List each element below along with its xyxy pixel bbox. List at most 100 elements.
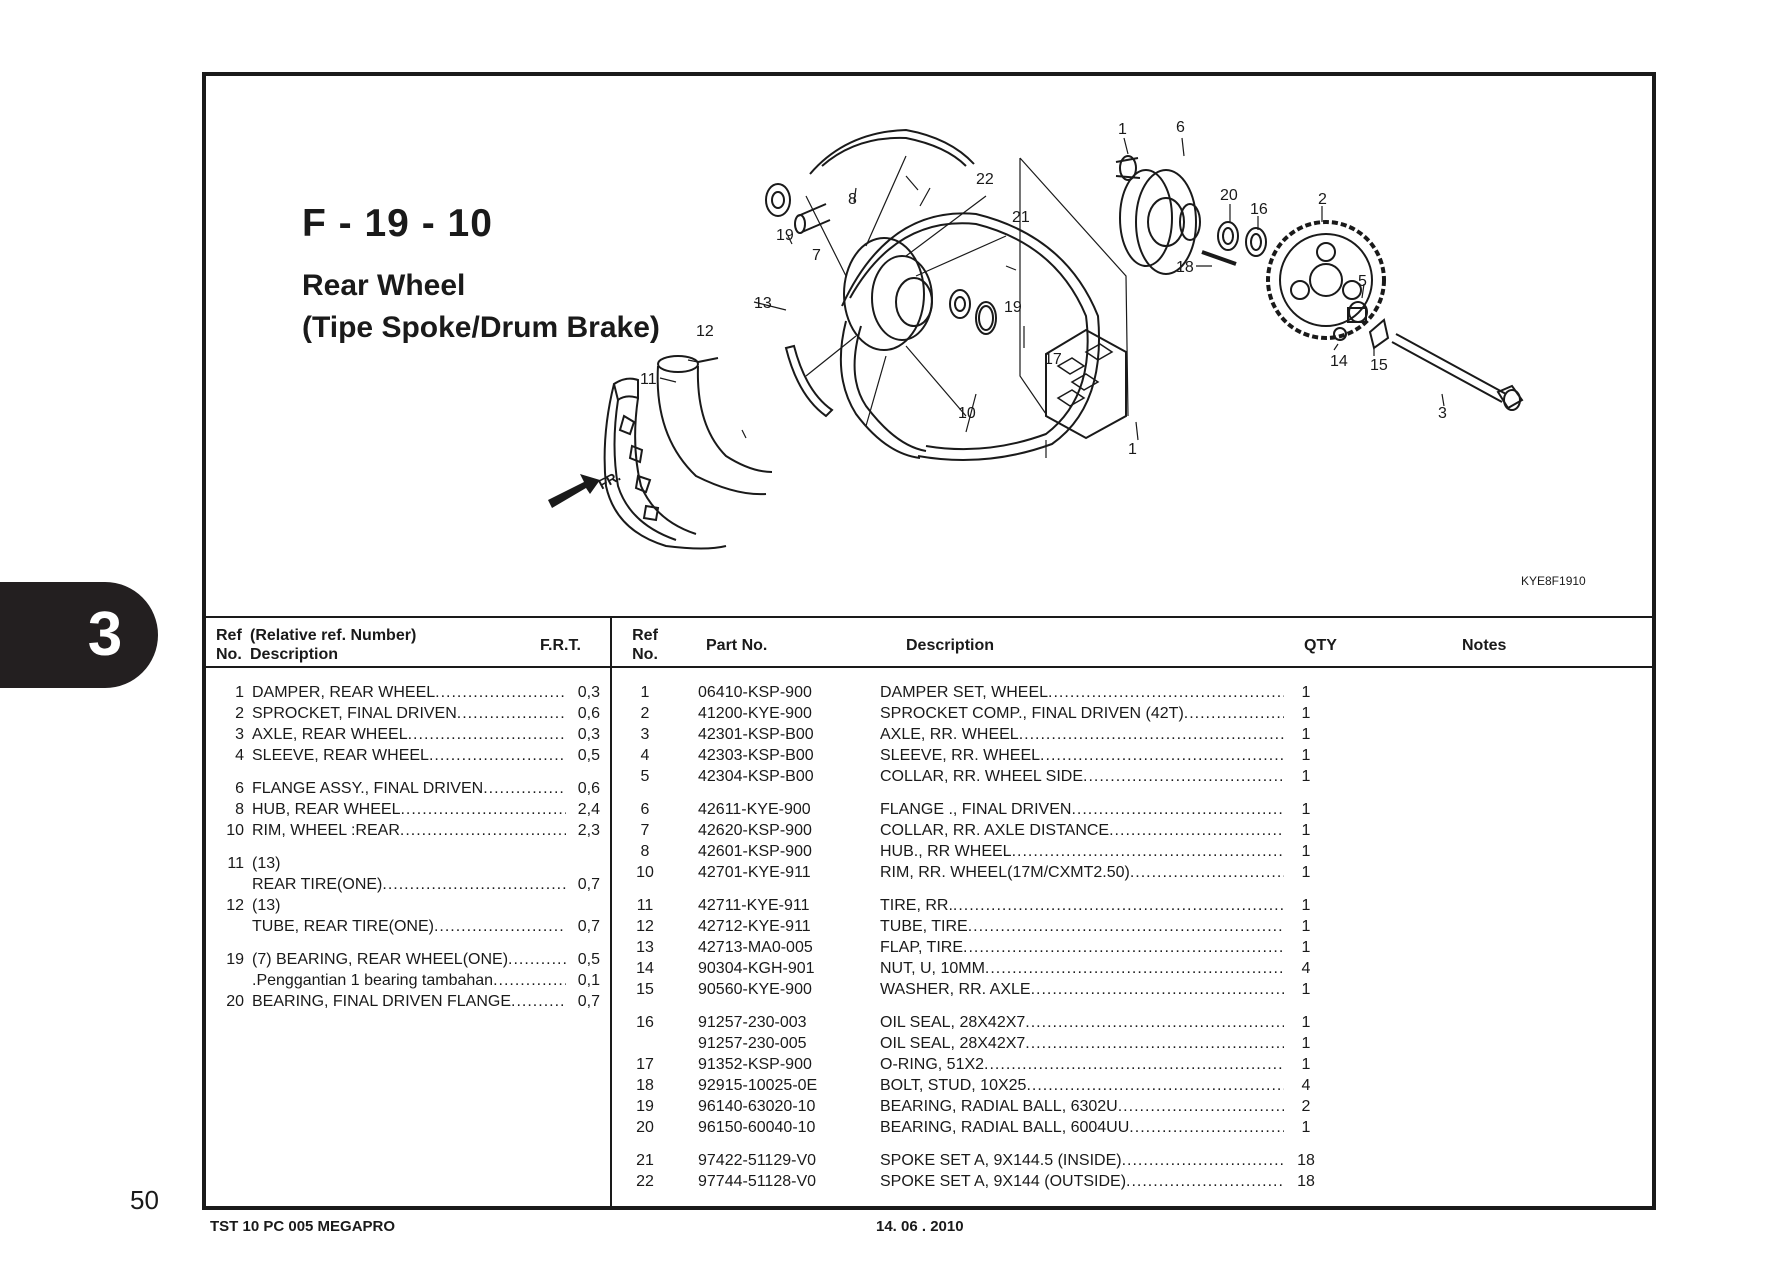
part-ref: 20 [636, 1118, 654, 1136]
part-number: 06410-KSP-900 [698, 683, 812, 701]
callout-16: 16 [1250, 201, 1268, 218]
part-description: COLLAR, RR. WHEEL SIDE [878, 768, 1284, 786]
part-number: 96150-60040-10 [698, 1118, 816, 1136]
part-ref: 17 [636, 1055, 654, 1073]
part-number: 42701-KYE-911 [698, 863, 811, 881]
part-qty: 1 [1301, 725, 1311, 743]
frt-value: 0,7 [577, 917, 600, 935]
frt-header-frt: F.R.T. [540, 637, 581, 654]
part-number: 42620-KSP-900 [698, 821, 812, 839]
frt-value: 0,3 [577, 683, 600, 701]
tube-drawing [656, 355, 773, 496]
part-description: NUT, U, 10MM [878, 960, 1284, 978]
part-ref: 16 [636, 1013, 654, 1031]
part-number: 90560-KYE-900 [698, 980, 812, 998]
section-number: 3 [87, 600, 123, 669]
part-qty: 18 [1297, 1172, 1315, 1190]
small-parts-drawing [1333, 301, 1390, 350]
callout-4: 1 [1118, 121, 1127, 138]
part-number: 41200-KYE-900 [698, 704, 812, 722]
part-number: 92915-10025-0E [698, 1076, 818, 1094]
diagram-area: 1 6 22 20 16 2 8 21 19 7 18 5 13 19 12 1… [206, 76, 1652, 618]
part-description: SPROCKET COMP., FINAL DRIVEN (42T) [878, 705, 1284, 723]
parts-header-notes: Notes [1462, 637, 1507, 654]
part-qty: 1 [1301, 980, 1311, 998]
frt-ref: 19 [226, 950, 244, 968]
sprocket-drawing [1266, 220, 1386, 340]
callout-15: 15 [1370, 357, 1388, 374]
frt-description: HUB, REAR WHEEL [252, 801, 566, 819]
part-number: 97422-51129-V0 [698, 1151, 817, 1169]
flange-drawing [1115, 155, 1201, 275]
part-qty: 1 [1301, 863, 1311, 881]
frt-row: 2 SPROCKET, FINAL DRIVEN 0,6 [216, 703, 604, 724]
frt-description: BEARING, FINAL DRIVEN FLANGE [252, 993, 566, 1011]
part-ref: 19 [636, 1097, 654, 1115]
column-divider [610, 618, 612, 1210]
frt-header-ref: Ref No. [216, 627, 242, 663]
exploded-view-diagram: 1 6 22 20 16 2 8 21 19 7 18 5 13 19 12 1… [548, 119, 1524, 550]
callout-leaders [659, 137, 1445, 458]
frt-value: 0,5 [577, 746, 600, 764]
part-number: 42601-KSP-900 [698, 842, 812, 860]
part-qty: 4 [1301, 1076, 1311, 1094]
part-description: SPOKE SET A, 9X144 (OUTSIDE) [878, 1173, 1284, 1191]
part-ref: 22 [636, 1172, 654, 1190]
frt-description: RIM, WHEEL :REAR [252, 822, 566, 840]
part-number: 42304-KSP-B00 [698, 767, 814, 785]
part-description: BEARING, RADIAL BALL, 6004UU [878, 1119, 1284, 1137]
part-number: 42611-KYE-900 [698, 800, 811, 818]
figure-title-block: F - 19 - 10 Rear Wheel (Tipe Spoke/Drum … [302, 204, 660, 349]
frt-row: TUBE, REAR TIRE(ONE) 0,7 [216, 916, 604, 937]
part-number: 42301-KSP-B00 [698, 725, 814, 743]
part-ref: 11 [636, 896, 654, 914]
frt-value: 0,6 [577, 704, 600, 722]
callout-1: 1 [1128, 441, 1137, 458]
seals-drawing [1201, 221, 1267, 266]
frt-description: SPROCKET, FINAL DRIVEN [252, 705, 566, 723]
part-number: 42303-KSP-B00 [698, 746, 814, 764]
parts-header-qty: QTY [1304, 637, 1337, 654]
frt-value: 0,3 [577, 725, 600, 743]
axle-drawing [1391, 333, 1524, 411]
part-qty: 1 [1301, 1118, 1311, 1136]
part-description: COLLAR, RR. AXLE DISTANCE [878, 822, 1284, 840]
frt-ref: 6 [235, 779, 244, 797]
frt-ref: 1 [235, 683, 244, 701]
callout-21: 21 [1012, 209, 1030, 226]
figure-subtitle: (Tipe Spoke/Drum Brake) [302, 311, 660, 344]
part-qty: 1 [1301, 896, 1311, 914]
part-qty: 4 [1301, 959, 1311, 977]
callout-19-left: 19 [776, 227, 794, 244]
frt-description: TUBE, REAR TIRE(ONE) [252, 918, 566, 936]
frt-ref: 2 [235, 704, 244, 722]
frt-header-description: (Relative ref. Number) Description [250, 627, 417, 663]
figure-image-id: KYE8F1910 [1521, 574, 1586, 588]
callout-7: 7 [812, 247, 821, 264]
frt-value: 0,6 [577, 779, 600, 797]
part-ref: 15 [636, 980, 654, 998]
part-qty: 1 [1301, 800, 1311, 818]
part-number: 91352-KSP-900 [698, 1055, 812, 1073]
hub-drawing [805, 155, 1007, 427]
part-qty: 2 [1301, 1097, 1311, 1115]
parts-header-ref: Ref No. [632, 627, 658, 663]
part-description: SPOKE SET A, 9X144.5 (INSIDE) [878, 1152, 1284, 1170]
part-ref: 7 [640, 821, 650, 839]
part-qty: 1 [1301, 746, 1311, 764]
header-divider [206, 666, 1652, 668]
part-ref: 18 [636, 1076, 654, 1094]
